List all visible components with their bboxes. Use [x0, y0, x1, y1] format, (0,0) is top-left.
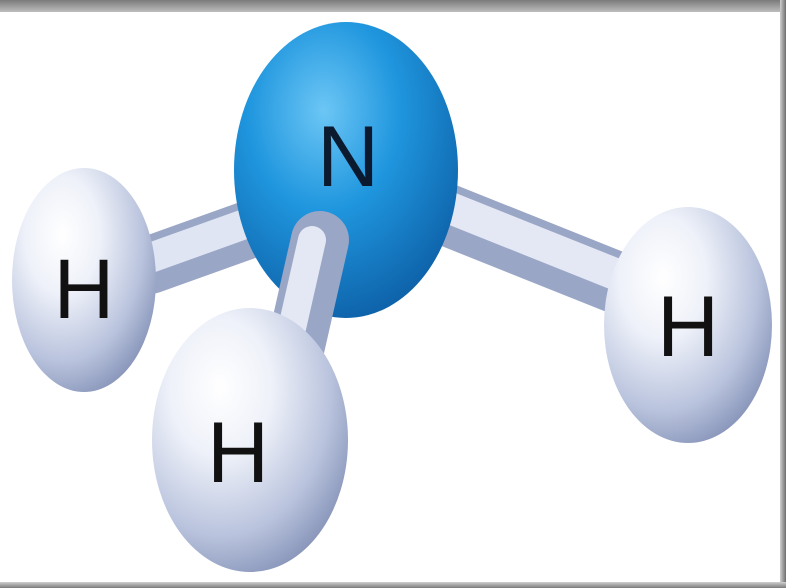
atom-label-h-bottom: H — [207, 405, 269, 501]
frame-top-border — [0, 0, 786, 12]
frame-right-border — [780, 0, 786, 588]
hydrogen-atom-left: H — [12, 168, 156, 392]
atom-label-h-left: H — [54, 242, 115, 336]
frame-bottom-border — [0, 582, 786, 588]
atom-label-h-right: H — [657, 279, 719, 375]
hydrogen-atom-bottom: H — [152, 308, 348, 572]
nitrogen-atom: N — [234, 22, 458, 318]
atom-label-n: N — [317, 109, 379, 205]
hydrogen-atom-right: H — [604, 207, 772, 443]
